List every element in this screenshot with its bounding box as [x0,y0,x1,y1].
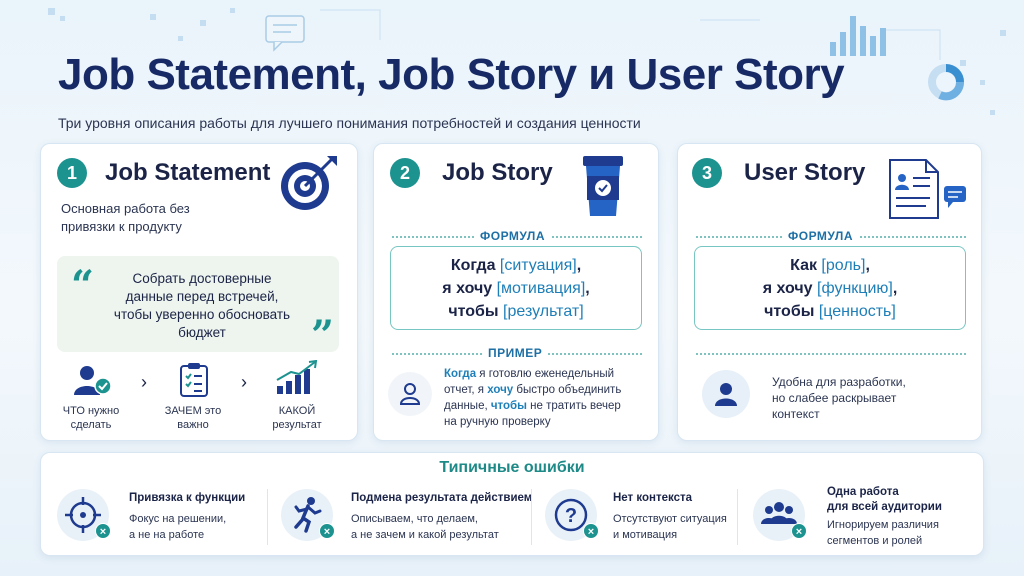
mistake-title: Подмена результата действием [351,492,533,504]
quote-box: “ Собрать достоверные данные перед встре… [57,256,339,356]
close-quote-icon: ” [311,312,335,359]
card-number: 1 [57,158,87,188]
page-title: Job Statement, Job Story и User Story [58,50,845,99]
quote-text: Собрать достоверные данные перед встрече… [113,271,291,340]
example-text: Когда я готовлю еженедельный отчет, я хо… [444,368,622,428]
card-number: 2 [390,158,420,188]
card-title: Job Story [442,159,553,186]
divider [696,353,966,355]
card-number: 3 [692,158,722,188]
formula-box: Когда [ситуация], я хочу [мотивация], чт… [390,246,642,330]
question-icon: ? [545,489,597,541]
svg-text:?: ? [565,505,577,527]
mistake-title: Нет контекста [613,492,693,504]
avatar [702,370,750,418]
document-chat-icon [889,159,966,219]
x-mark-icon: × [791,523,807,539]
x-mark-icon: × [583,523,599,539]
avatar [388,372,432,416]
growth-chart-icon [276,360,318,394]
card-title: Job Statement [105,159,271,186]
formula-box: Как [роль], я хочу [функцию], чтобы [цен… [694,246,966,330]
person-icon [715,383,737,406]
formula-label: ФОРМУЛА [782,229,860,243]
mistake-title: Привязка к функции [129,492,246,504]
clipboard-icon [180,363,208,397]
x-mark-icon: × [319,523,335,539]
chat-bubble-icon [265,15,305,52]
mistakes-title: Типичные ошибки [439,459,585,476]
user-story-note: Удобна для разработки, но слабее раскрыв… [772,375,906,421]
coffee-cup-icon [583,156,623,216]
separator [267,489,268,545]
bar-chart-icon [830,16,886,56]
donut-chart-icon [928,64,964,101]
example-label: ПРИМЕР [482,346,549,360]
formula-label: ФОРМУЛА [474,229,552,243]
person-check-icon [74,366,112,395]
x-mark-icon: × [95,523,111,539]
open-quote-icon: “ [71,262,95,309]
mistake-text: Фокус на решении,а не на работе [129,513,227,541]
chevron-right-icon: › [241,372,247,392]
person-outline-icon [399,383,421,405]
target-icon [281,156,337,210]
mistake-text: Описываем, что делаем,а не зачем и какой… [351,513,499,541]
card-description: Основная работа без привязки к продукту [61,201,190,234]
card-title: User Story [744,159,866,186]
separator [531,489,532,545]
typical-mistakes-panel: Типичные ошибки × Привязка к функции Фок… [40,452,984,556]
chevron-right-icon: › [141,372,147,392]
card-job-story: 2 Job Story ФОРМУЛА Когда [ситуация], я … [373,143,659,441]
page-subtitle: Три уровня описания работы для лучшего п… [58,115,641,131]
card-job-statement: 1 Job Statement Основная работа без прив… [40,143,358,441]
separator [737,489,738,545]
card-user-story: 3 User Story ФОРМУЛА Как [роль], я хочу … [677,143,982,441]
